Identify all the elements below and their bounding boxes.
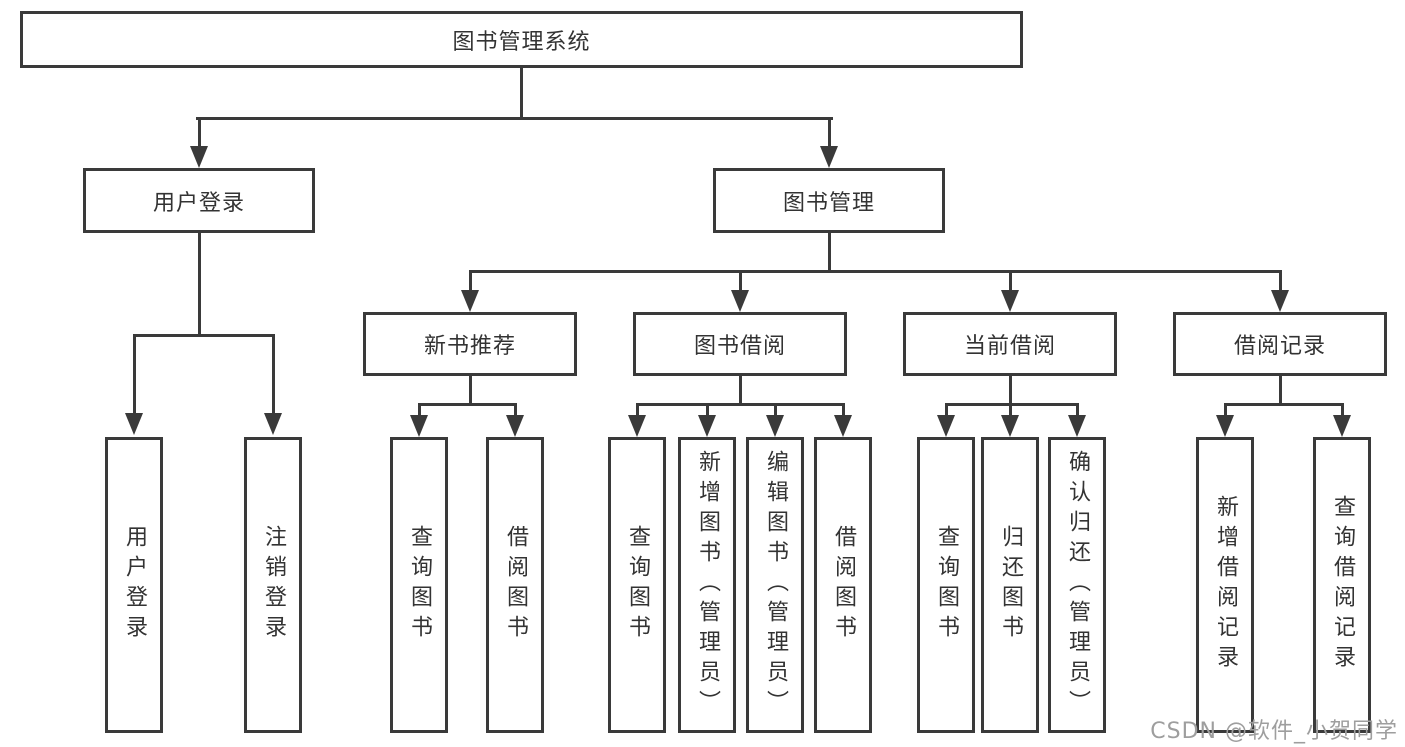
- leaf-borrow-query-books: 查询图书: [608, 437, 666, 733]
- connector-hline: [132, 333, 275, 337]
- connector-arrow-shaft: [773, 404, 777, 417]
- arrowhead-down: [731, 290, 749, 312]
- connector-arrow-shaft: [132, 335, 136, 415]
- leaf-logout-label: 注销登录: [261, 525, 286, 645]
- node-current-borrow-label: 当前借阅: [963, 334, 1056, 359]
- connector-arrow-shaft: [417, 404, 421, 417]
- leaf-records-query-record: 查询借阅记录: [1313, 437, 1371, 733]
- arrowhead-down: [506, 415, 524, 437]
- leaf-current-query-books: 查询图书: [917, 437, 975, 733]
- node-borrow-records-label: 借阅记录: [1233, 334, 1326, 359]
- leaf-recommend-query-books: 查询图书: [390, 437, 448, 733]
- connector-vline: [1278, 376, 1282, 406]
- node-book-management-label: 图书管理: [782, 190, 875, 216]
- arrowhead-down: [1001, 415, 1019, 437]
- leaf-borrow-edit-books-admin: 编辑图书（管理员）: [746, 437, 804, 733]
- arrowhead-down: [1068, 415, 1086, 437]
- leaf-records-add-record: 新增借阅记录: [1196, 437, 1254, 733]
- arrowhead-down: [834, 415, 852, 437]
- connector-arrow-shaft: [944, 404, 948, 417]
- connector-vline: [468, 376, 472, 406]
- arrowhead-down: [1333, 415, 1351, 437]
- connector-hline: [635, 402, 845, 406]
- leaf-records-query-record-label: 查询借阅记录: [1330, 495, 1355, 675]
- connector-hline: [468, 269, 1282, 273]
- connector-hline: [417, 402, 517, 406]
- node-user-login-label: 用户登录: [152, 190, 245, 216]
- connector-arrow-shaft: [705, 404, 709, 417]
- leaf-recommend-borrow-books: 借阅图书: [486, 437, 544, 733]
- leaf-recommend-borrow-books-label: 借阅图书: [503, 525, 528, 645]
- connector-arrow-shaft: [1008, 404, 1012, 417]
- connector-arrow-shaft: [271, 335, 275, 415]
- arrowhead-down: [766, 415, 784, 437]
- connector-arrow-shaft: [197, 118, 201, 148]
- node-root-label: 图书管理系统: [452, 29, 591, 55]
- node-user-login: 用户登录: [83, 168, 315, 233]
- leaf-records-add-record-label: 新增借阅记录: [1213, 495, 1238, 675]
- node-new-book-recommend: 新书推荐: [363, 312, 577, 376]
- connector-hline: [944, 402, 1079, 406]
- arrowhead-down: [410, 415, 428, 437]
- arrowhead-down: [820, 146, 838, 168]
- node-book-borrow: 图书借阅: [633, 312, 847, 376]
- connector-arrow-shaft: [513, 404, 517, 417]
- leaf-user-login: 用户登录: [105, 437, 163, 733]
- connector-vline: [1008, 376, 1012, 406]
- arrowhead-down: [698, 415, 716, 437]
- arrowhead-down: [1216, 415, 1234, 437]
- connector-arrow-shaft: [1223, 404, 1227, 417]
- arrowhead-down: [1001, 290, 1019, 312]
- arrowhead-down: [1271, 290, 1289, 312]
- leaf-logout: 注销登录: [244, 437, 302, 733]
- leaf-borrow-edit-books-admin-label: 编辑图书（管理员）: [763, 450, 788, 720]
- connector-arrow-shaft: [635, 404, 639, 417]
- connector-vline: [738, 376, 742, 406]
- arrowhead-down: [628, 415, 646, 437]
- node-book-borrow-label: 图书借阅: [693, 334, 786, 359]
- leaf-user-login-label: 用户登录: [122, 525, 147, 645]
- leaf-borrow-add-books-admin-label: 新增图书（管理员）: [695, 450, 720, 720]
- connector-arrow-shaft: [841, 404, 845, 417]
- watermark: CSDN @软件_小贺同学: [1150, 719, 1398, 744]
- leaf-current-confirm-return-admin-label: 确认归还（管理员）: [1065, 450, 1090, 720]
- connector-vline: [197, 233, 201, 336]
- leaf-current-return-books: 归还图书: [981, 437, 1039, 733]
- node-borrow-records: 借阅记录: [1173, 312, 1387, 376]
- node-new-book-recommend-label: 新书推荐: [423, 334, 516, 359]
- connector-vline: [827, 233, 831, 273]
- connector-arrow-shaft: [738, 271, 742, 292]
- arrowhead-down: [461, 290, 479, 312]
- node-root: 图书管理系统: [20, 11, 1023, 68]
- leaf-borrow-borrow-books: 借阅图书: [814, 437, 872, 733]
- leaf-current-confirm-return-admin: 确认归还（管理员）: [1048, 437, 1106, 733]
- connector-arrow-shaft: [468, 271, 472, 292]
- connector-arrow-shaft: [1075, 404, 1079, 417]
- connector-arrow-shaft: [1278, 271, 1282, 292]
- leaf-borrow-query-books-label: 查询图书: [625, 525, 650, 645]
- arrowhead-down: [125, 413, 143, 435]
- node-current-borrow: 当前借阅: [903, 312, 1117, 376]
- connector-vline: [519, 68, 523, 120]
- node-book-management: 图书管理: [713, 168, 945, 233]
- arrowhead-down: [190, 146, 208, 168]
- leaf-borrow-add-books-admin: 新增图书（管理员）: [678, 437, 736, 733]
- arrowhead-down: [264, 413, 282, 435]
- connector-arrow-shaft: [1008, 271, 1012, 292]
- leaf-recommend-query-books-label: 查询图书: [407, 525, 432, 645]
- connector-arrow-shaft: [1340, 404, 1344, 417]
- leaf-borrow-borrow-books-label: 借阅图书: [831, 525, 856, 645]
- connector-arrow-shaft: [827, 118, 831, 148]
- arrowhead-down: [937, 415, 955, 437]
- connector-hline: [1223, 402, 1344, 406]
- connector-hline: [195, 116, 833, 120]
- leaf-current-query-books-label: 查询图书: [934, 525, 959, 645]
- leaf-current-return-books-label: 归还图书: [998, 525, 1023, 645]
